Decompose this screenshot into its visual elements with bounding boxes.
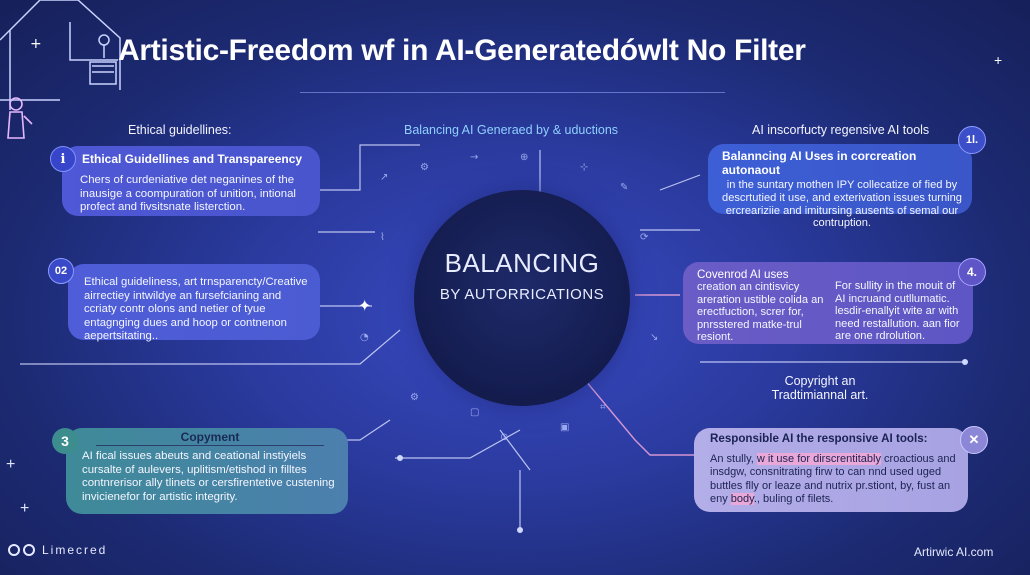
card-heading: Covenrod AI uses [697,268,789,281]
card-copyment: Copyment AI fical issues abeuts and ceat… [66,428,348,514]
card-balancing-ai-uses: Balanncing AI Uses in corcreation autona… [708,144,972,229]
close-icon[interactable]: ✕ [960,426,988,454]
card-body: Chers of curdeniative det neganines of t… [80,174,296,213]
card-heading: Balanncing AI Uses in corcreation autona… [722,149,917,177]
step-badge-02: 02 [48,258,74,284]
svg-text:+: + [30,36,42,52]
card-heading: Copyment [96,430,324,446]
svg-text:⊕: ⊕ [520,152,528,163]
svg-text:↗: ↗ [380,172,388,183]
house-line-art: + [0,0,121,139]
svg-text:✎: ✎ [620,182,628,193]
card-body: in the suntary mothen IPY collecatize of… [722,179,962,230]
plus-icon: + [6,456,16,473]
card-body-part: ., buling of filets. [753,493,834,506]
title-divider [300,92,725,93]
hub-subtitle: BY AUTORRICATIONS [439,286,605,303]
page-title: Artistic-Freedom wf in AI-Generatedówlt… [118,34,806,67]
hub-title: BALANCING [444,248,600,278]
info-icon: i [50,146,76,172]
svg-text:◔: ◔ [360,332,369,343]
svg-text:⊹: ⊹ [580,162,588,173]
card-covenrod-ai-uses: Covenrod AI uses creation an cintisvicy … [683,262,973,344]
svg-text:▣: ▣ [560,422,569,433]
card-body-right: For sullity in the mouit of AI incruand … [835,280,960,343]
card-responsible-ai: Responsible AI the responsive AI tools: … [694,428,968,512]
label-ethical-guidelines: Ethical guidellines: [128,123,232,137]
svg-text:↘: ↘ [650,332,658,343]
step-badge-3: 3 [52,428,78,454]
label-balancing-ai: Balancing AI Generaed by & uductions [404,123,619,137]
card-ethical-guidelines: Ethical Guidellines and Transpareency Ch… [62,146,320,216]
card-ethical-guideliness: Ethical guideliness, art trnsparencty/Cr… [68,264,320,342]
svg-text:▢: ▢ [470,407,479,418]
card-body-left: creation an cintisvicy areration ustible… [697,281,824,344]
footer-brand: Limecred [42,543,108,557]
step-badge-4: 4. [958,258,986,286]
svg-text:⌇: ⌇ [380,232,385,243]
footer-website: Artirwic AI.com [914,545,994,559]
sparkle-icon: ✦ [358,298,372,315]
card-body-highlight: w it use for dirscrentitably [756,453,881,465]
central-hub [414,190,630,406]
svg-text:⌗: ⌗ [600,402,606,413]
brand-logo: Limecred [8,543,107,557]
logo-ring-icon [8,544,20,556]
svg-text:⟳: ⟳ [640,232,649,243]
card-body-part: croactious and insdgw, consnitrating fir… [710,453,956,506]
plus-icon: + [20,500,30,517]
label-ai-tools: AI inscorfucty regensive AI tools [752,123,930,137]
logo-ring-icon [23,544,35,556]
card-heading: Responsible AI the responsive AI tools: [710,432,928,445]
svg-text:→: → [470,152,478,163]
card-body: AI fical issues abeuts and ceational ins… [82,450,335,503]
card-body-highlight: body [730,493,754,506]
copyright-label: Copyright an Tradtimiannal art. [771,374,869,402]
card-body: Ethical guideliness, art trnsparencty/Cr… [84,276,308,342]
svg-text:⚙: ⚙ [420,162,429,173]
step-badge-1: 1l. [958,126,986,154]
card-body: An stully, w it use for dirscrentitably … [710,453,958,507]
plus-icon: + [994,52,1003,68]
card-heading: Ethical Guidellines and Transpareency [82,152,303,166]
svg-text:⚙: ⚙ [410,392,419,403]
svg-text:⊙: ⊙ [500,432,508,443]
card-body-part: An stully, [710,453,757,465]
